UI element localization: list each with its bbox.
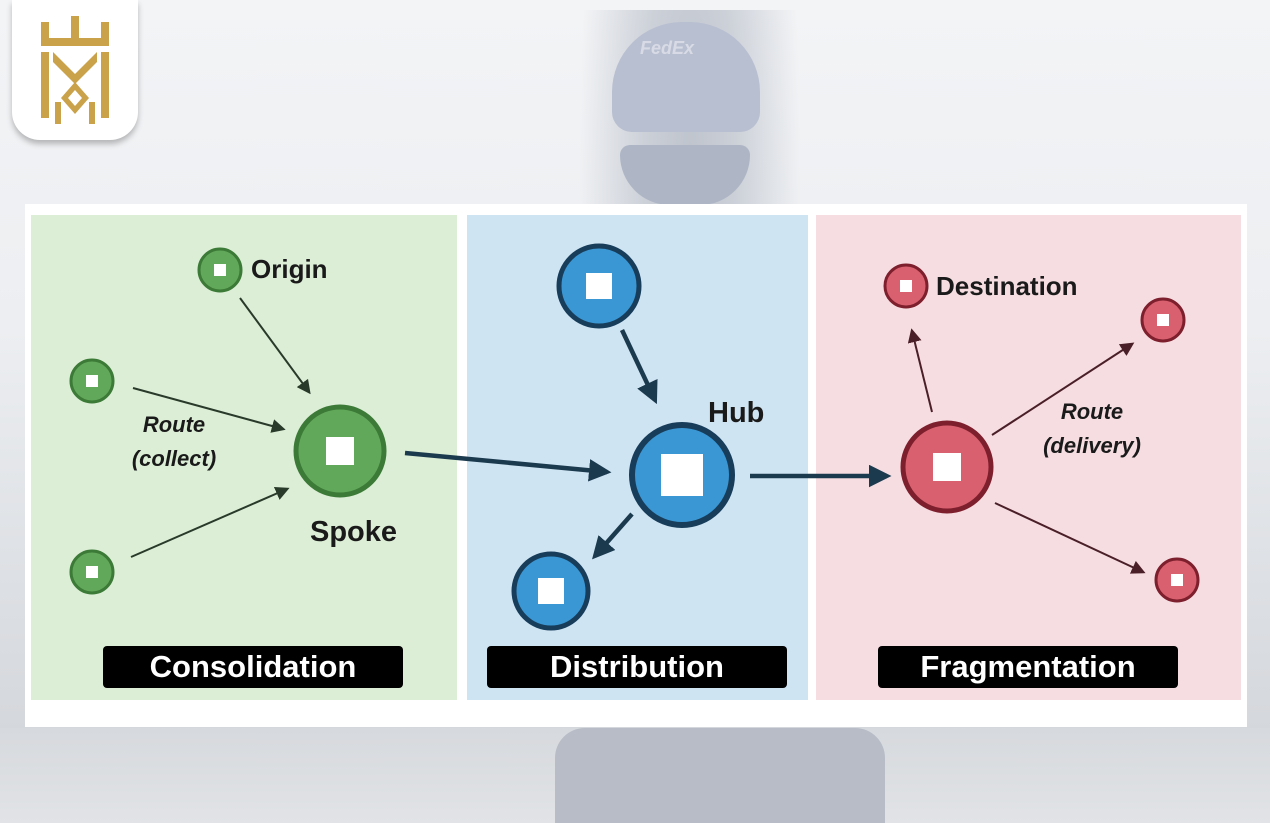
arrow-origin-to-spoke <box>239 297 311 395</box>
background-torso <box>555 728 885 823</box>
background-cap <box>612 22 760 132</box>
red-node-bottom-right <box>1154 557 1200 603</box>
network-graph: Origin Route (collect) Spoke Hub Destina… <box>69 243 1200 631</box>
spoke-node-red <box>900 420 994 514</box>
arrow-spoke-to-hub <box>404 450 612 482</box>
arrow-to-red-top-right <box>991 342 1135 436</box>
spoke-label: Spoke <box>310 516 397 548</box>
origin-node <box>197 247 243 293</box>
route-collect-label-line2: (collect) <box>132 446 216 471</box>
blue-node-top <box>556 243 642 329</box>
collect-node-bottom <box>69 549 115 595</box>
blue-node-bottom <box>511 551 591 631</box>
arrow-collect-top-to-spoke <box>132 387 286 433</box>
brand-logo <box>12 0 138 140</box>
hub-label: Hub <box>708 397 764 429</box>
spoke-node-green <box>293 404 387 498</box>
route-delivery-label-line2: (delivery) <box>1043 433 1141 458</box>
arrow-collect-bottom-to-spoke <box>130 487 290 558</box>
background-brand-text: FedEx <box>640 38 695 58</box>
destination-label: Destination <box>936 271 1078 301</box>
red-node-top-right <box>1140 297 1186 343</box>
destination-node <box>883 263 929 309</box>
arrow-hub-to-blue-bottom <box>592 512 634 560</box>
route-collect-label-line1: Route <box>143 412 205 437</box>
hub-and-spoke-diagram: Origin Route (collect) Spoke Hub Destina… <box>25 204 1247 727</box>
hub-node <box>629 422 735 528</box>
route-delivery-label-line1: Route <box>1061 399 1123 424</box>
origin-label: Origin <box>251 254 328 284</box>
background-face-mask <box>620 145 750 205</box>
distribution-label: Distribution <box>487 646 787 688</box>
arrow-blue-top-to-hub <box>619 329 658 405</box>
arrow-to-red-bottom-right <box>994 502 1146 574</box>
consolidation-label: Consolidation <box>103 646 403 688</box>
crown-emblem-icon <box>41 16 109 124</box>
fragmentation-label: Fragmentation <box>878 646 1178 688</box>
collect-node-top <box>69 358 115 404</box>
arrow-to-destination <box>907 328 933 413</box>
